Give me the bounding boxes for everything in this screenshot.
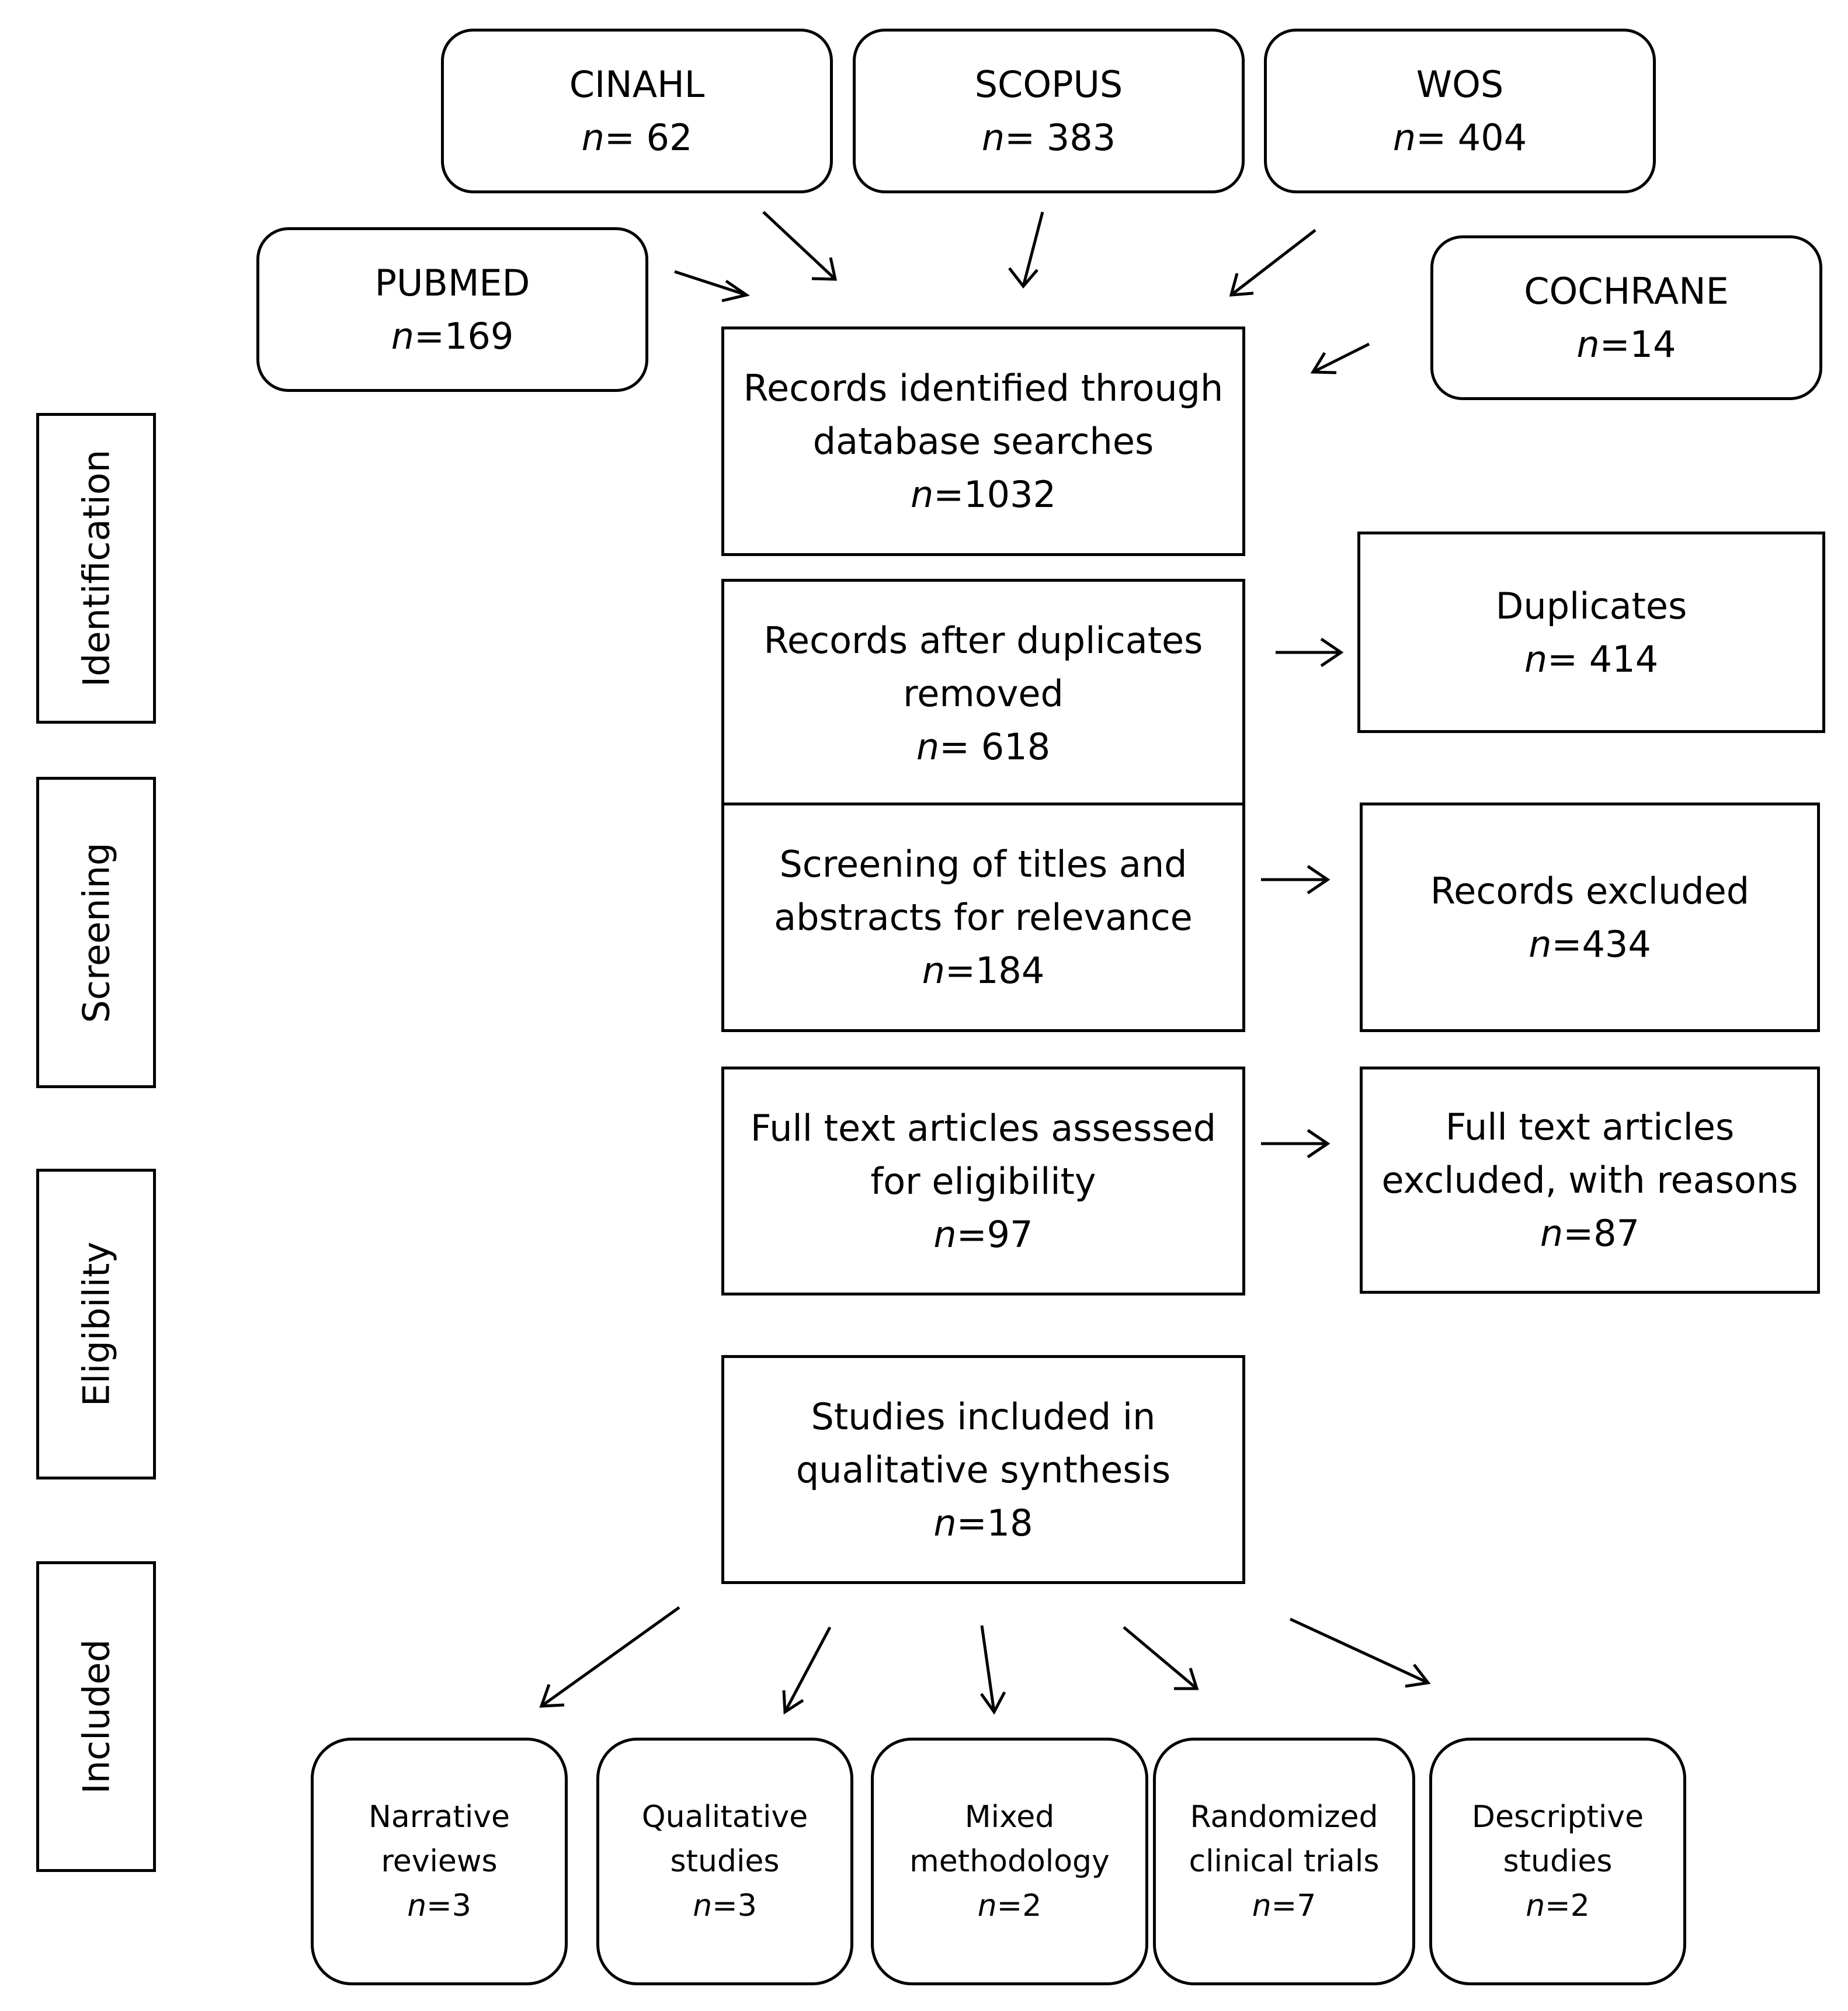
arrow-to-mixed-head bbox=[979, 1691, 1006, 1715]
arrow-to-records-excluded-head bbox=[1307, 864, 1331, 895]
arrow-to-fulltext-excluded-head bbox=[1307, 1128, 1331, 1159]
source-wos: WOS n= 404 bbox=[1264, 29, 1656, 193]
records-identified: Records identified through database sear… bbox=[721, 327, 1245, 556]
arrow-to-mixed bbox=[980, 1625, 996, 1713]
source-pubmed: PUBMED n=169 bbox=[256, 227, 648, 392]
source-pubmed-name: PUBMED bbox=[374, 262, 530, 304]
source-wos-count: n= 404 bbox=[1392, 116, 1527, 159]
arrow-to-qualitative-head bbox=[782, 1690, 804, 1715]
source-cinahl: CINAHL n= 62 bbox=[441, 29, 833, 193]
arrow-pubmed-head bbox=[721, 279, 751, 303]
source-cinahl-name: CINAHL bbox=[569, 63, 705, 106]
arrow-to-randomized-head bbox=[1174, 1668, 1199, 1690]
study-type-mixed: Mixed methodology n=2 bbox=[871, 1738, 1148, 1985]
source-cochrane: COCHRANE n=14 bbox=[1430, 235, 1822, 400]
study-type-randomized: Randomized clinical trials n=7 bbox=[1153, 1738, 1415, 1985]
source-cochrane-name: COCHRANE bbox=[1524, 270, 1729, 312]
study-type-qualitative: Qualitative studies n=3 bbox=[596, 1738, 853, 1985]
source-cochrane-count: n=14 bbox=[1576, 323, 1676, 366]
arrow-to-narrative bbox=[540, 1606, 680, 1708]
stage-screening: Screening bbox=[36, 777, 156, 1088]
full-text-assessed: Full text articles assessed for eligibil… bbox=[721, 1067, 1245, 1295]
study-type-narrative: Narrative reviews n=3 bbox=[311, 1738, 568, 1985]
arrow-to-descriptive-head bbox=[1405, 1663, 1431, 1688]
full-text-excluded: Full text articles excluded, with reason… bbox=[1360, 1067, 1820, 1294]
arrow-scopus bbox=[1022, 211, 1044, 287]
arrow-to-randomized bbox=[1123, 1626, 1198, 1690]
stage-included-label: Included bbox=[75, 1639, 117, 1794]
stage-eligibility-label: Eligibility bbox=[75, 1241, 117, 1407]
studies-included: Studies included in qualitative synthesi… bbox=[721, 1355, 1245, 1584]
source-cinahl-count: n= 62 bbox=[581, 116, 693, 159]
arrow-wos-head bbox=[1229, 273, 1254, 297]
records-after-duplicates: Records after duplicates removed n= 618 bbox=[721, 579, 1245, 808]
source-scopus-name: SCOPUS bbox=[974, 63, 1123, 106]
screening-box: Screening of titles and abstracts for re… bbox=[721, 803, 1245, 1032]
records-excluded: Records excluded n=434 bbox=[1360, 803, 1820, 1032]
source-scopus-count: n= 383 bbox=[981, 116, 1116, 159]
arrow-cinahl-head bbox=[811, 257, 838, 281]
arrow-wos bbox=[1230, 229, 1316, 296]
stage-identification: Identification bbox=[36, 413, 156, 724]
arrow-cinahl bbox=[762, 211, 836, 280]
study-type-descriptive: Descriptive studies n=2 bbox=[1429, 1738, 1686, 1985]
source-scopus: SCOPUS n= 383 bbox=[853, 29, 1245, 193]
arrow-scopus-head bbox=[1008, 267, 1038, 289]
stage-eligibility: Eligibility bbox=[36, 1169, 156, 1479]
arrow-cochrane bbox=[1312, 342, 1370, 374]
duplicates: Duplicates n= 414 bbox=[1357, 532, 1825, 733]
arrow-to-duplicates-head bbox=[1320, 637, 1344, 668]
arrow-to-descriptive bbox=[1289, 1617, 1429, 1684]
stage-screening-label: Screening bbox=[75, 842, 117, 1023]
arrow-pubmed bbox=[674, 270, 747, 297]
arrow-to-qualitative bbox=[783, 1626, 832, 1713]
stage-included: Included bbox=[36, 1561, 156, 1872]
arrow-cochrane-head bbox=[1310, 352, 1337, 374]
arrow-to-narrative-head bbox=[539, 1684, 565, 1708]
stage-identification-label: Identification bbox=[75, 449, 117, 687]
source-pubmed-count: n=169 bbox=[391, 315, 514, 357]
source-wos-name: WOS bbox=[1416, 63, 1504, 106]
